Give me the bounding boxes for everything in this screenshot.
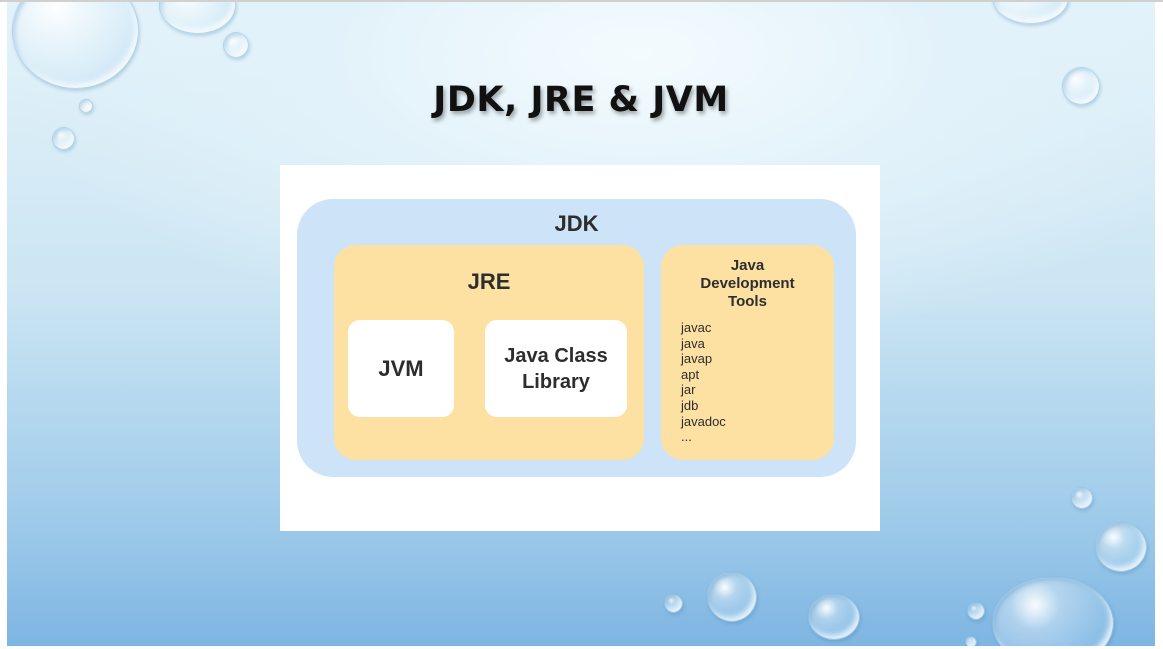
slide-title: JDK, JRE & JVM <box>433 80 729 120</box>
tool-item: javap <box>681 351 713 367</box>
jre-container: JRE JVM Java Class Library <box>334 245 644 460</box>
java-class-library-box: Java Class Library <box>485 320 627 417</box>
water-drop-decoration <box>967 602 985 620</box>
java-development-tools-container: Java Development Tools javac java javap … <box>661 245 834 460</box>
class-library-label-line: Java Class <box>504 344 608 367</box>
jvm-box: JVM <box>348 320 454 417</box>
tools-title-line: Java <box>730 257 765 274</box>
water-drop-decoration <box>223 32 249 58</box>
water-drop-decoration <box>1095 522 1147 572</box>
tools-list: javac java javap apt jar jdb javadoc ... <box>681 320 726 445</box>
water-drop-decoration <box>1062 67 1100 105</box>
water-drop-decoration <box>992 2 1069 24</box>
tool-item: ... <box>681 429 692 445</box>
jvm-label: JVM <box>378 355 424 381</box>
tool-item: jdb <box>681 397 699 413</box>
diagram-panel: JDK JRE JVM Java Class Library Java Deve… <box>280 165 880 531</box>
class-library-label-line: Library <box>522 370 590 393</box>
jre-label: JRE <box>467 269 511 294</box>
tool-item: apt <box>681 366 700 382</box>
water-drop-decoration <box>1071 487 1093 509</box>
water-drop-decoration <box>965 636 977 646</box>
tools-title: Java Development Tools <box>661 257 834 311</box>
tools-title-line: Tools <box>728 293 767 310</box>
water-drop-decoration <box>12 2 139 89</box>
water-drop-decoration <box>664 594 683 613</box>
tool-item: javac <box>681 320 712 335</box>
water-drop-decoration <box>79 99 93 113</box>
tool-item: java <box>681 335 705 351</box>
tool-item: jar <box>681 382 696 398</box>
slide: JDK, JRE & JVM JDK JRE JVM Java Class Li… <box>7 2 1155 646</box>
jdk-label: JDK <box>554 211 599 236</box>
window-top-border <box>0 0 1163 2</box>
water-drop-decoration <box>808 594 860 640</box>
jdk-container: JDK JRE JVM Java Class Library Java Deve… <box>297 199 856 477</box>
water-drop-decoration <box>159 2 236 34</box>
water-drop-decoration <box>707 572 757 622</box>
tool-item: javadoc <box>681 413 726 429</box>
water-drop-decoration <box>992 577 1114 646</box>
water-drop-decoration <box>52 127 75 150</box>
tools-title-line: Development <box>700 275 795 292</box>
